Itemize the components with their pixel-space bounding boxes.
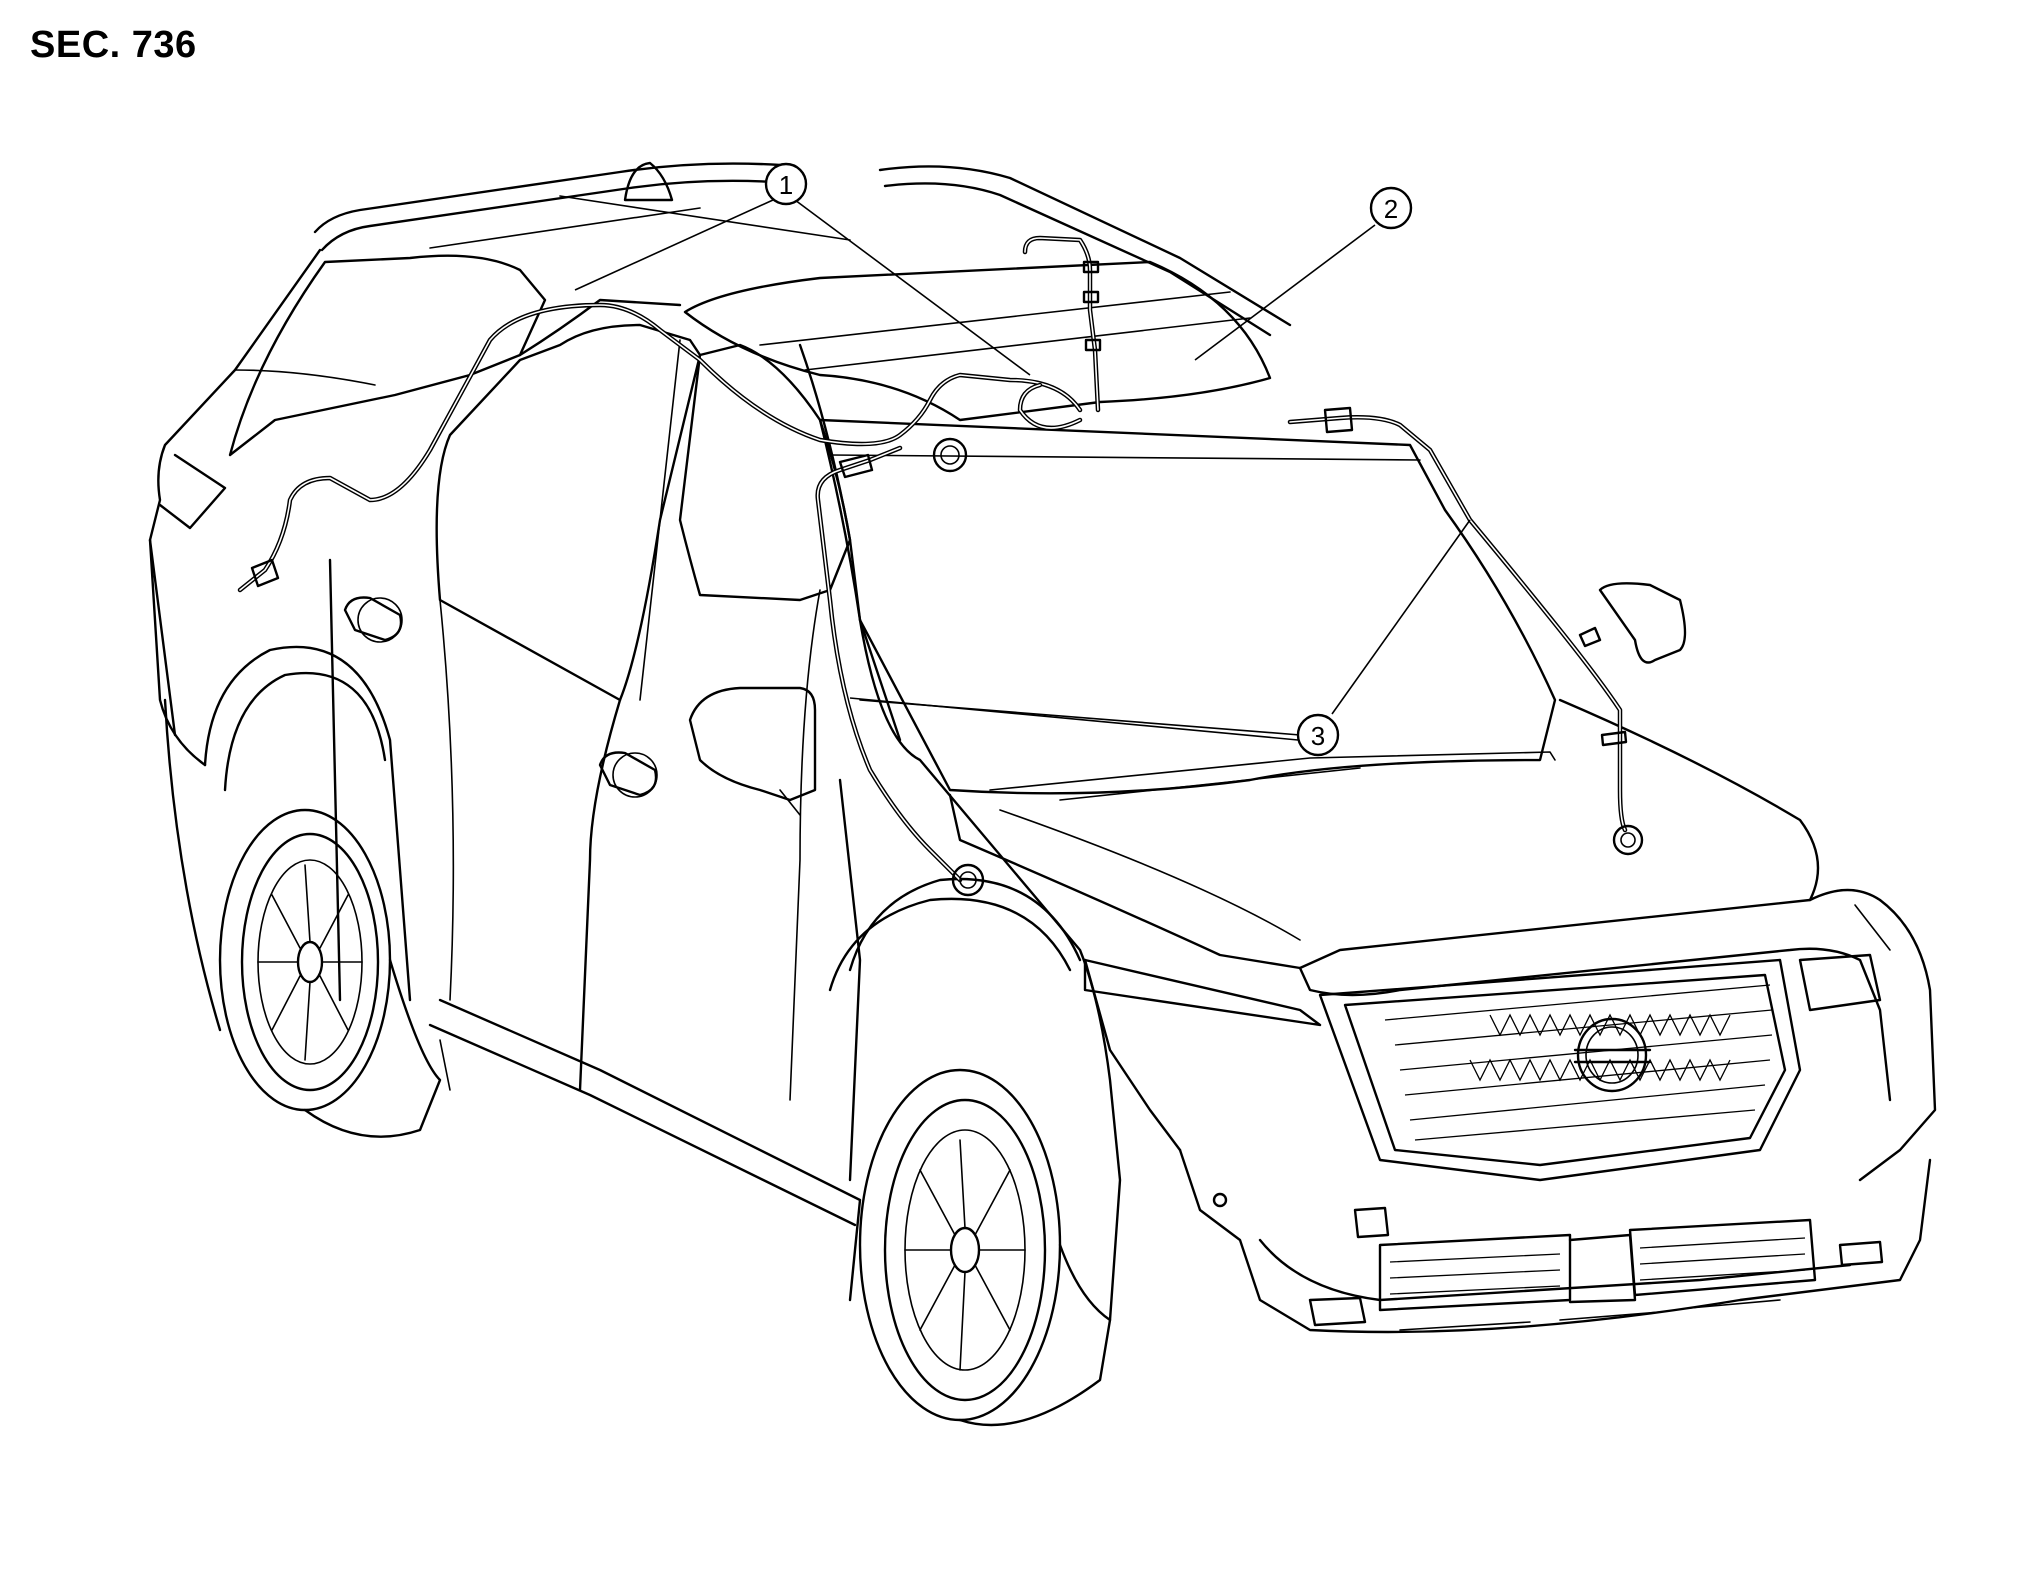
section-code: SEC. 736 xyxy=(30,24,197,66)
callout-leaders xyxy=(574,199,1471,741)
callout-2: 2 xyxy=(1369,186,1413,230)
callout-1: 1 xyxy=(764,162,808,206)
callout-2-label: 2 xyxy=(1384,194,1398,224)
antenna-harness xyxy=(237,235,1644,1101)
callout-3: 3 xyxy=(1296,713,1340,757)
callout-1-label: 1 xyxy=(779,170,793,200)
vehicle-body-outline xyxy=(148,161,1937,1427)
callout-3-label: 3 xyxy=(1311,721,1325,751)
